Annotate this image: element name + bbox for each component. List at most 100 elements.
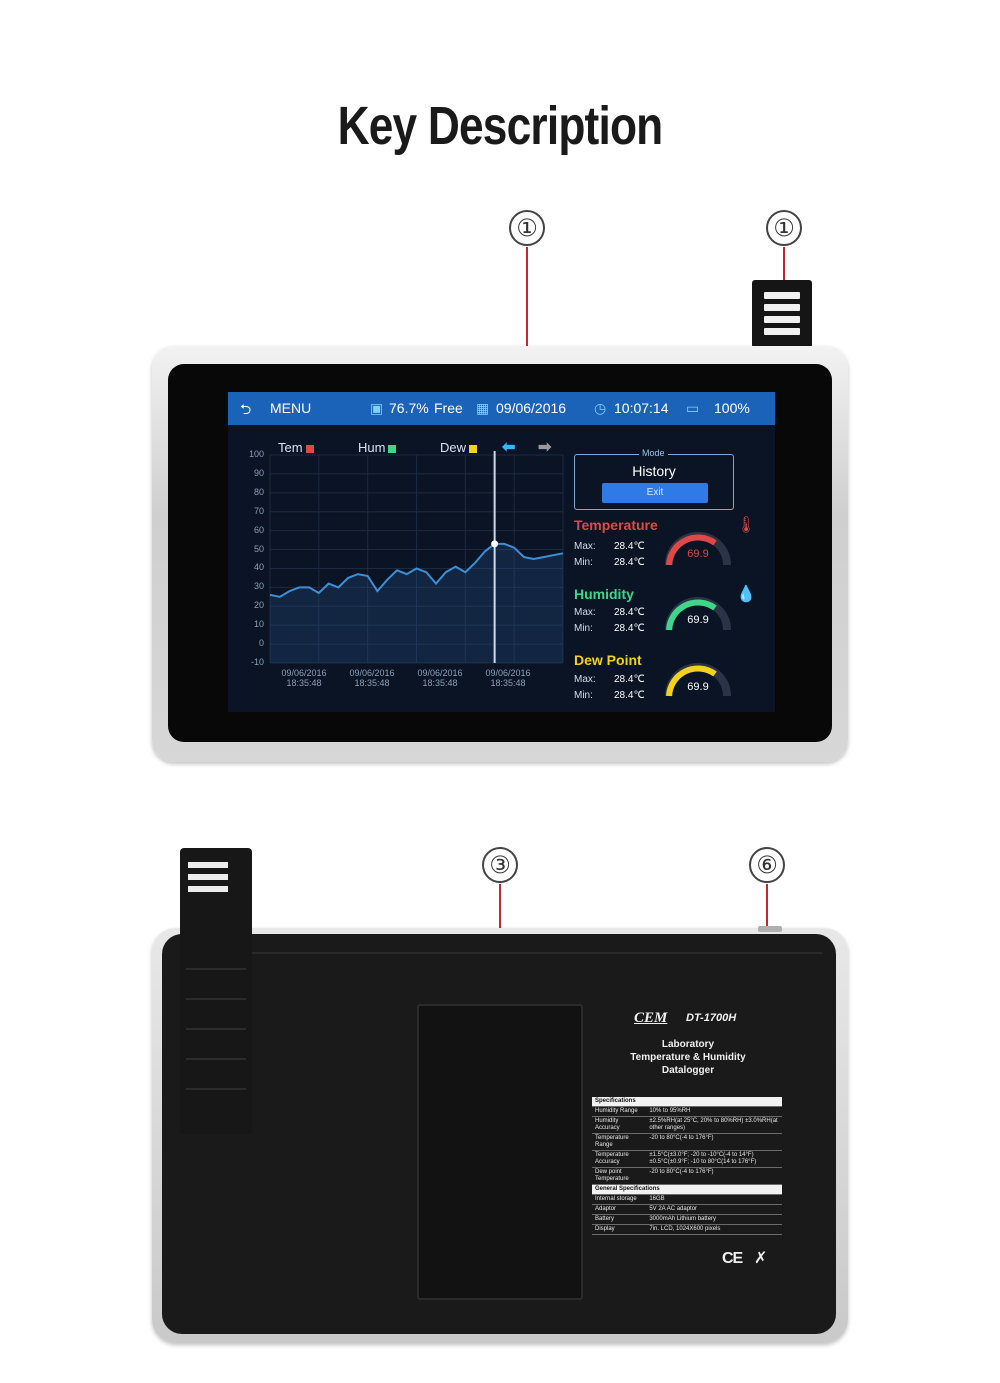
humidity-title: Humidity xyxy=(574,586,634,602)
humidity-min-value: 28.4℃ xyxy=(614,623,645,634)
dew-point-min-label: Min: xyxy=(574,690,593,701)
mode-value: History xyxy=(632,463,676,479)
y-tick-label: 30 xyxy=(253,581,264,592)
y-tick-label: 10 xyxy=(253,619,264,630)
spec-row: Temperature Range-20 to 80°C(-4 to 176°F… xyxy=(592,1133,782,1151)
y-tick-label: 80 xyxy=(253,486,264,497)
legend-dew[interactable]: Dew xyxy=(440,440,478,455)
brand-logo: CEM xyxy=(634,1010,668,1026)
clip-groove xyxy=(186,968,246,970)
clip-groove xyxy=(186,998,246,1000)
thermometer-icon: 🌡 xyxy=(736,517,757,534)
humidity-gauge xyxy=(665,597,731,631)
legend-swatch xyxy=(388,444,397,453)
humidity-gauge-value: 69.9 xyxy=(687,614,709,626)
temperature-title: Temperature xyxy=(574,517,658,533)
menu-button[interactable]: MENU xyxy=(270,400,312,416)
general-spec-header: General Specifications xyxy=(592,1184,782,1195)
product-line-1: Laboratory xyxy=(661,1039,715,1050)
legend-tem[interactable]: Tem xyxy=(278,440,314,455)
power-button[interactable] xyxy=(758,926,782,932)
leader-line-probe xyxy=(783,247,785,295)
y-tick-label: 60 xyxy=(253,524,264,535)
probe-clip xyxy=(180,848,252,1134)
floppy-disk-icon: ▣ xyxy=(370,400,384,416)
spec-header: Specifications xyxy=(592,1097,782,1107)
weee-bin-icon: ✗ xyxy=(754,1250,768,1267)
device-screen: ⮌ MENU ▣ 76.7% Free ▦ 09/06/2016 ◷ 10:07… xyxy=(228,392,775,712)
y-tick-label: 20 xyxy=(253,600,264,611)
prev-arrow-icon[interactable]: ⬅ xyxy=(502,439,516,456)
clock-icon: ◷ xyxy=(594,400,607,416)
kickstand[interactable] xyxy=(417,1004,583,1300)
history-chart[interactable] xyxy=(228,392,568,712)
dew-point-gauge xyxy=(665,663,731,697)
next-arrow-icon[interactable]: ➡ xyxy=(538,439,552,456)
temperature-max-value: 28.4℃ xyxy=(614,541,645,552)
humidity-max-label: Max: xyxy=(574,607,596,618)
y-tick-label: 0 xyxy=(258,638,264,649)
product-label: CEM DT-1700H Laboratory Temperature & Hu… xyxy=(586,998,790,1288)
temperature-gauge-value: 69.9 xyxy=(687,548,709,560)
product-line-2: Temperature & Humidity xyxy=(630,1052,746,1063)
humidity-min-label: Min: xyxy=(574,623,593,634)
exit-button[interactable]: Exit xyxy=(602,483,708,503)
temperature-min-label: Min: xyxy=(574,557,593,568)
y-tick-label: 70 xyxy=(253,505,264,516)
calendar-icon: ▦ xyxy=(476,400,490,416)
legend-hum[interactable]: Hum xyxy=(358,440,397,455)
leader-line-button xyxy=(766,884,768,928)
dew-point-gauge-value: 69.9 xyxy=(687,681,709,693)
dew-point-title: Dew Point xyxy=(574,652,642,668)
y-tick-label: 90 xyxy=(253,467,264,478)
clip-groove xyxy=(186,1058,246,1060)
probe-vent xyxy=(188,874,228,880)
mode-panel: Mode History Exit xyxy=(574,448,734,510)
probe-vent xyxy=(764,328,800,335)
temperature-min-value: 28.4℃ xyxy=(614,557,645,568)
sensor-probe xyxy=(752,280,812,348)
time-display: 10:07:14 xyxy=(614,400,669,416)
spec-row: Temperature Accuracy±1.5°C(±3.0°F; -20 t… xyxy=(592,1150,782,1168)
temperature-gauge xyxy=(665,532,731,566)
battery-icon: ▭ xyxy=(686,400,700,416)
status-bar: ⮌ MENU ▣ 76.7% Free ▦ 09/06/2016 ◷ 10:07… xyxy=(228,392,775,425)
temperature-max-label: Max: xyxy=(574,541,596,552)
cursor-point xyxy=(491,540,499,548)
clip-groove xyxy=(186,1088,246,1090)
back-ridge xyxy=(192,952,822,954)
mode-tag: Mode xyxy=(639,448,668,458)
probe-vent xyxy=(764,292,800,299)
y-tick-label: -10 xyxy=(250,657,264,667)
y-tick-label: 100 xyxy=(248,449,264,459)
dew-point-max-value: 28.4℃ xyxy=(614,674,645,685)
callout-stand: ③ xyxy=(482,847,518,883)
page-title: Key Description xyxy=(337,96,664,156)
storage-label: Free xyxy=(434,400,463,416)
clip-groove xyxy=(186,1028,246,1030)
droplet-icon: 💧 xyxy=(736,586,756,603)
dew-point-max-label: Max: xyxy=(574,674,596,685)
humidity-max-value: 28.4℃ xyxy=(614,607,645,618)
model-number: DT-1700H xyxy=(686,1012,737,1024)
probe-vent xyxy=(764,316,800,323)
device-front: ⮌ MENU ▣ 76.7% Free ▦ 09/06/2016 ◷ 10:07… xyxy=(152,346,848,762)
dew-point-min-value: 28.4℃ xyxy=(614,690,645,701)
callout-screen: ① xyxy=(509,210,545,246)
back-arrow-icon[interactable]: ⮌ xyxy=(240,401,252,417)
probe-vent xyxy=(764,304,800,311)
probe-vent xyxy=(188,862,228,868)
spec-row: Dew point Temperature-20 to 80°C(-4 to 1… xyxy=(592,1167,782,1185)
y-tick-label: 40 xyxy=(253,562,264,573)
probe-vent xyxy=(188,886,228,892)
series-line xyxy=(269,542,564,598)
series-area xyxy=(270,543,563,663)
